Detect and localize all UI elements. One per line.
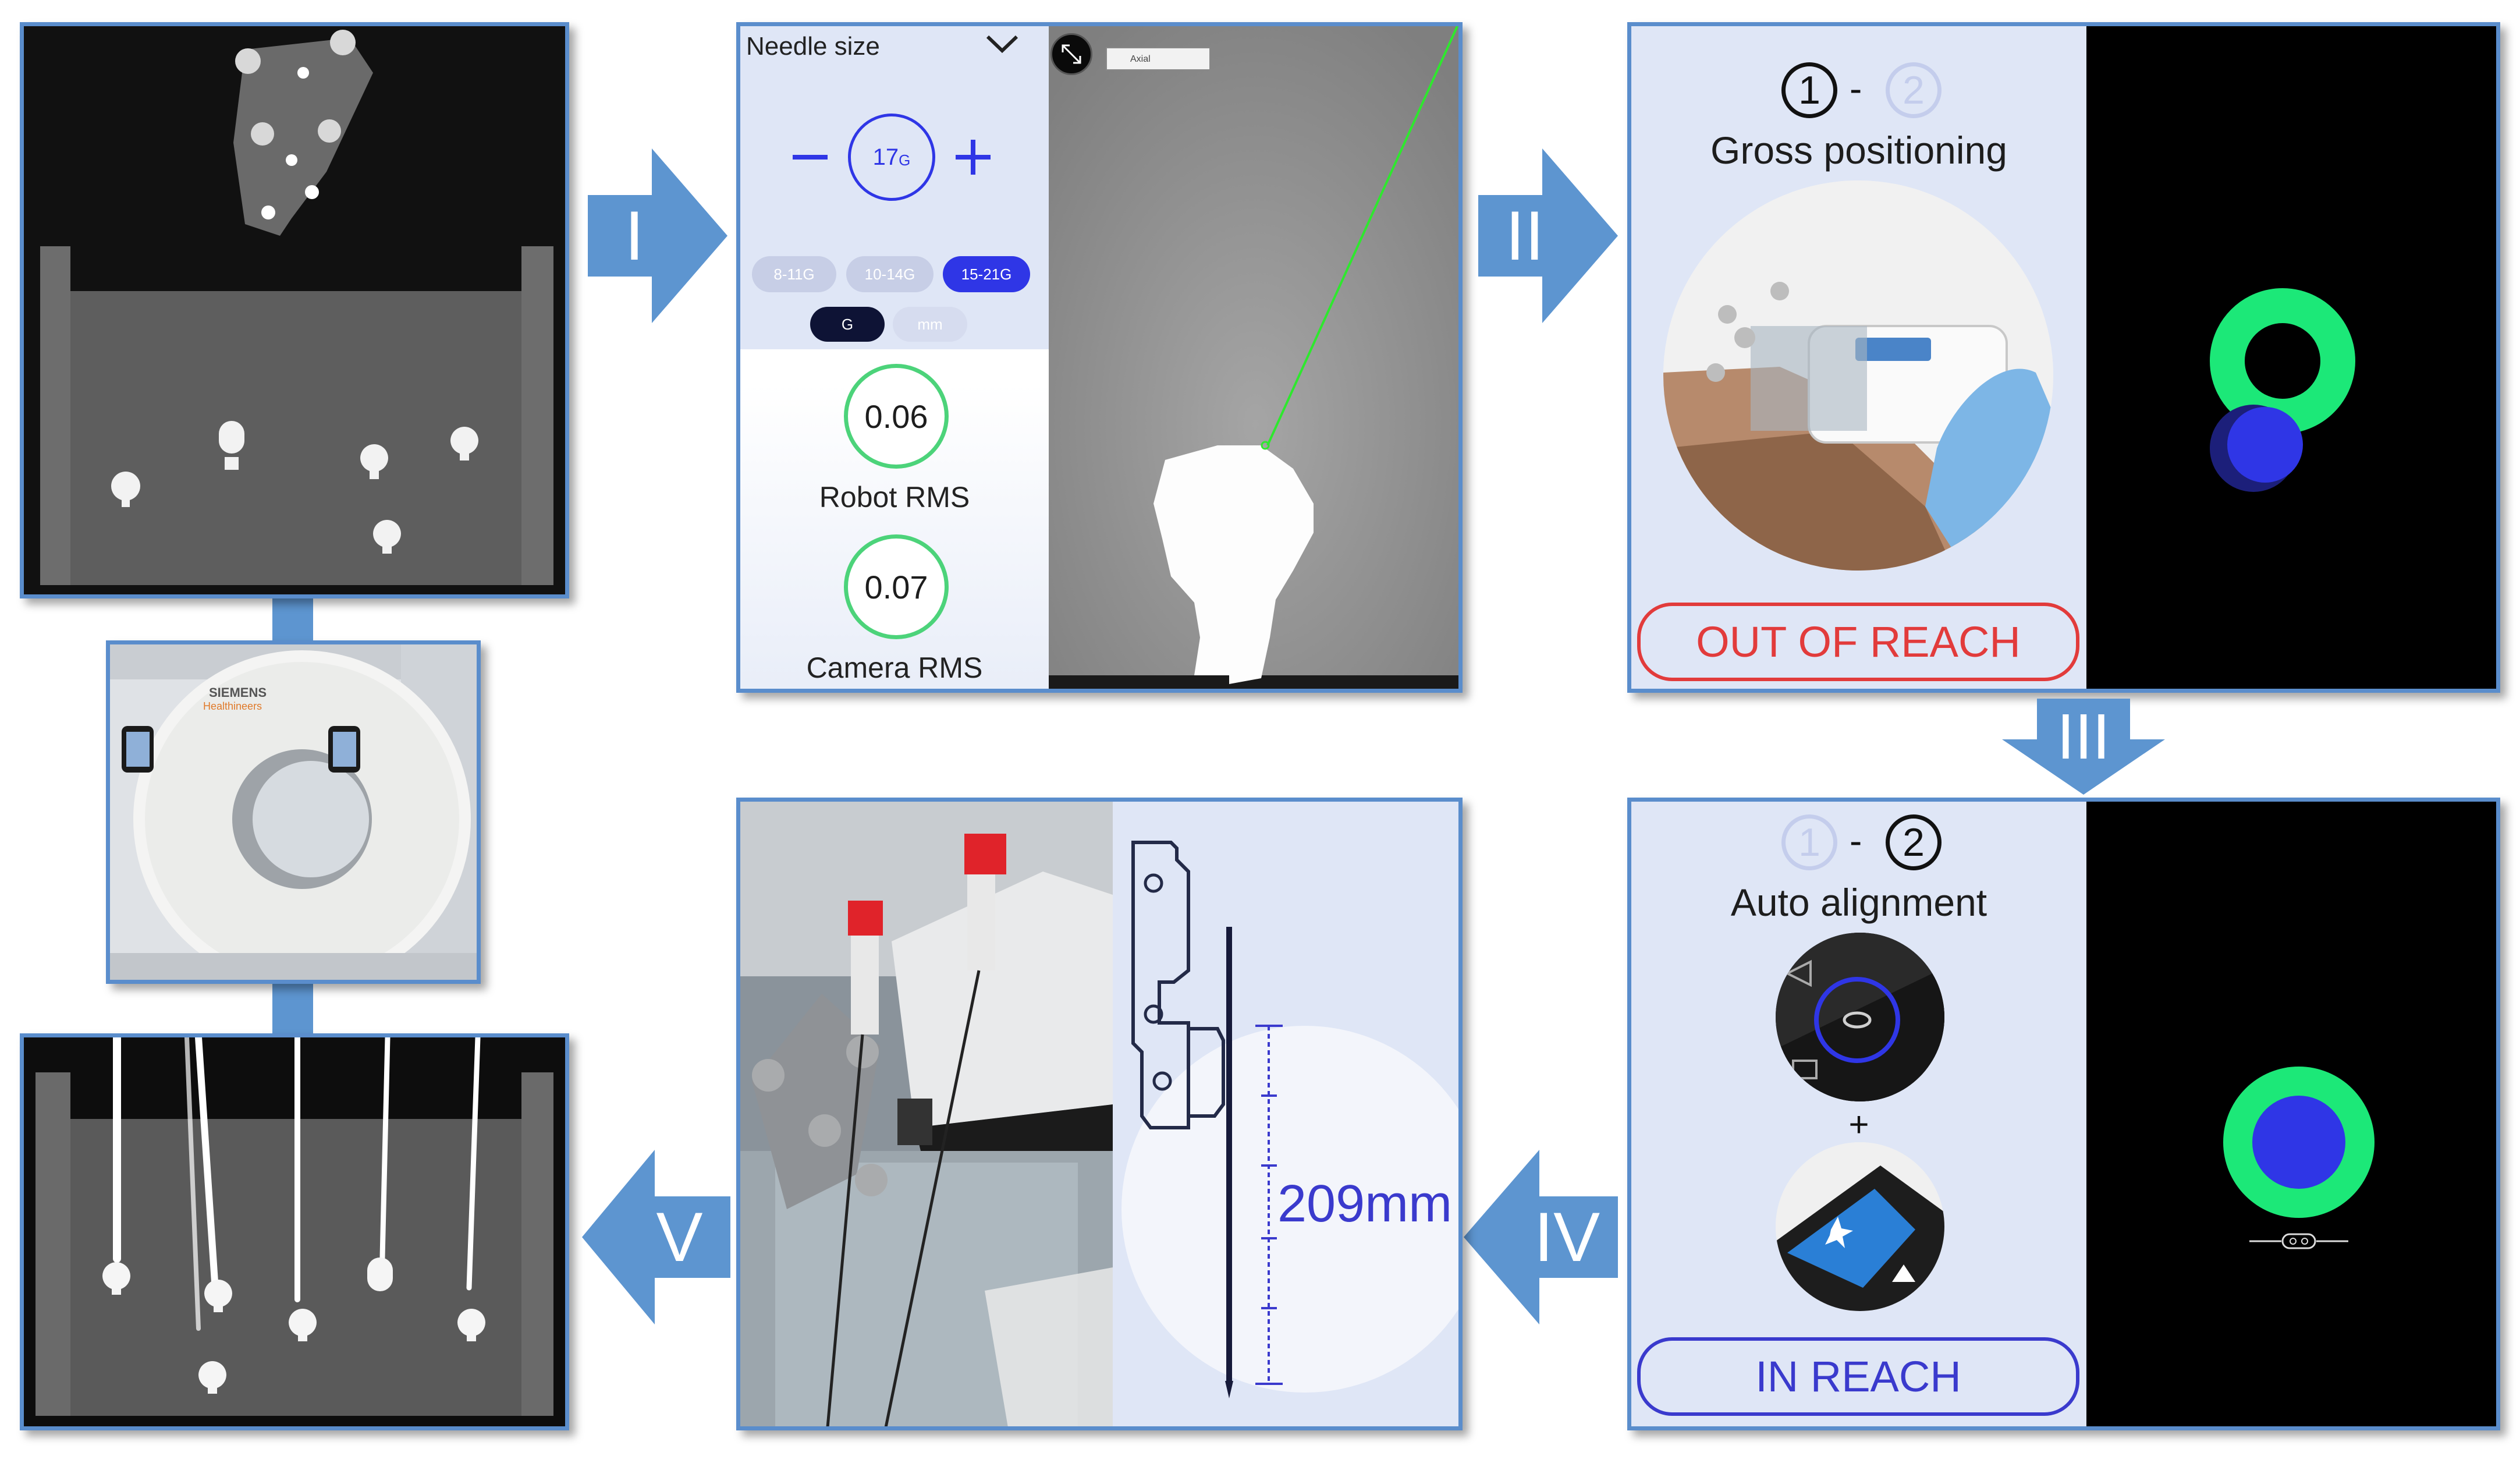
auto-left-pane: 1 - 2 Auto alignment + IN REACH (1631, 802, 2086, 1426)
unit-button-mm[interactable]: mm (893, 307, 967, 342)
arrow-ii: II (1478, 148, 1618, 323)
camera-rms-label: Camera RMS (806, 651, 983, 684)
arrow-iii-label: III (2057, 700, 2110, 773)
auto-step-separator: - (1850, 820, 1862, 862)
range-button-8-11g[interactable]: 8-11G (752, 256, 836, 292)
auto-alignment-panel: 1 - 2 Auto alignment + IN REACH (1627, 798, 2500, 1430)
gauge-value: 17 (872, 144, 899, 170)
arrow-i-label: I (624, 197, 644, 275)
gross-target-view (2086, 26, 2496, 689)
expand-icon[interactable] (1050, 33, 1092, 75)
depth-gauge-graphic (1121, 841, 1458, 1398)
robot-rms-value: 0.06 (844, 364, 949, 469)
gross-step-1: 1 (1781, 62, 1837, 118)
needle-insertion-panel: 209mm (736, 798, 1463, 1430)
out-of-reach-status: OUT OF REACH (1637, 603, 2079, 681)
gross-title: Gross positioning (1710, 129, 2007, 172)
robot-rms-label: Robot RMS (819, 481, 970, 513)
ct-scan-before-panel (20, 22, 569, 598)
hand-robot-photo (1663, 180, 2053, 571)
scanner-brand: SIEMENS (209, 685, 267, 700)
ct-scan-before-image (24, 26, 565, 594)
depth-view: 209mm (1113, 802, 1458, 1426)
auto-tool-dot (2252, 1096, 2345, 1189)
arrow-iii: III (2002, 699, 2165, 795)
needle-insertion-photo (740, 802, 1113, 1426)
ct-scanner-photo (110, 644, 477, 980)
gross-tool-dot (2227, 407, 2303, 483)
robot-button-photo-bottom (1776, 1142, 1944, 1311)
connector-bottom (272, 978, 313, 1042)
rotation-indicator-icon (2249, 1233, 2348, 1249)
plus-button[interactable] (950, 134, 996, 180)
chevron-down-icon[interactable] (985, 32, 1020, 55)
axial-ct-view[interactable]: Axial (1049, 26, 1458, 689)
arrow-i: I (588, 148, 727, 323)
needle-size-header: Needle size (746, 32, 880, 61)
ct-scan-after-panel (20, 1033, 569, 1430)
arrow-v-label: V (656, 1198, 703, 1276)
auto-step-1: 1 (1781, 814, 1837, 870)
auto-target-view (2086, 802, 2496, 1426)
gross-positioning-panel: 1 - 2 Gross positioning OUT OF REACH (1627, 22, 2500, 693)
auto-title: Auto alignment (1730, 881, 1987, 924)
ct-scanner-photo-panel: SIEMENS Healthineers (106, 640, 481, 984)
gross-step-separator: - (1850, 68, 1862, 109)
arrow-iv-label: IV (1534, 1198, 1600, 1276)
scanner-sub: Healthineers (203, 700, 262, 712)
unit-button-g[interactable]: G (810, 307, 885, 342)
robot-button-photo-top (1776, 933, 1944, 1101)
axial-ct-image (1049, 26, 1458, 689)
view-selector[interactable]: Axial (1106, 47, 1211, 70)
camera-rms-value: 0.07 (844, 534, 949, 639)
plus-sign: + (1848, 1105, 1869, 1144)
arrow-v: V (582, 1150, 730, 1324)
range-button-15-21g[interactable]: 15-21G (943, 256, 1030, 292)
auto-step-2: 2 (1886, 814, 1942, 870)
range-button-10-14g[interactable]: 10-14G (846, 256, 934, 292)
gross-step-2: 2 (1886, 62, 1942, 118)
depth-label: 209mm (1277, 1175, 1453, 1233)
arrow-ii-label: II (1505, 197, 1545, 275)
in-reach-status: IN REACH (1637, 1337, 2079, 1416)
gross-left-pane: 1 - 2 Gross positioning OUT OF REACH (1631, 26, 2086, 689)
gauge-unit: G (899, 151, 911, 169)
minus-button[interactable] (787, 134, 833, 180)
ct-scan-after-image (24, 1037, 565, 1426)
arrow-iv: IV (1464, 1150, 1618, 1324)
